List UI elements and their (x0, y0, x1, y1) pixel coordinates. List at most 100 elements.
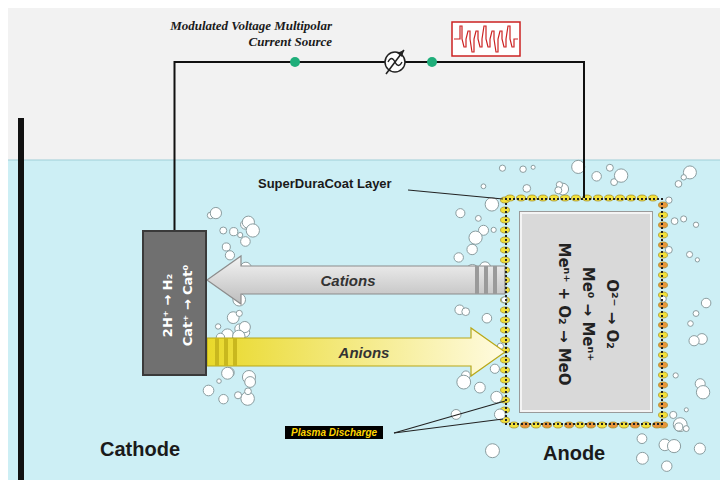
layer-label-holder: SuperDuraCoat Layer (258, 176, 392, 191)
coating-particle (587, 422, 596, 428)
arrow-tail-bar (475, 266, 479, 294)
gas-bubble (236, 310, 242, 316)
coating-particle (659, 262, 668, 268)
coating-particle (659, 412, 668, 418)
gas-bubble (491, 227, 496, 232)
electrode-heading-holder: Anode (543, 442, 605, 465)
tank-wall (18, 118, 24, 480)
coating-particle (659, 222, 668, 228)
air-ground (8, 8, 720, 160)
reaction-equation: Me⁰ → Meⁿ⁺ (576, 267, 600, 362)
waveform-box (452, 22, 520, 56)
ion-label-holder: Cations (320, 272, 375, 289)
gas-bubble (531, 165, 535, 169)
gas-bubble (245, 377, 256, 388)
coating-particle (609, 422, 618, 428)
gas-bubble (482, 313, 492, 323)
gas-bubble (217, 379, 222, 384)
gas-bubble (689, 336, 699, 346)
gas-bubble (215, 324, 220, 329)
coating-layer-outline: O²⁻ → O₂Me⁰ → Meⁿ⁺Meⁿ⁺ + O₂ → MeOAnode (505, 198, 663, 425)
leader-line (394, 401, 505, 433)
gas-bubble (467, 244, 477, 254)
gas-bubble (694, 443, 705, 454)
gas-bubble (555, 187, 562, 194)
gas-bubble (234, 392, 241, 399)
terminal-dot (290, 57, 300, 67)
coating-particle (576, 422, 585, 428)
gas-bubble (462, 308, 470, 316)
leader-line (408, 190, 503, 199)
gas-bubble (683, 426, 689, 432)
coating-particle (659, 212, 668, 218)
reaction-equation: 2H⁺ → H₂ (157, 273, 177, 336)
gas-bubble (475, 215, 481, 221)
gas-bubble (662, 461, 672, 471)
electrode-name: Cathode (100, 438, 180, 461)
coating-particle (659, 352, 668, 358)
gas-bubble (696, 386, 709, 399)
electrode-name: Anode (543, 442, 605, 465)
reaction-equation: Cat⁺ → Cat⁰ (177, 264, 197, 346)
electrolyte-bath (8, 160, 720, 480)
gas-bubble (485, 198, 498, 211)
coating-particle (653, 422, 662, 428)
gas-bubble (675, 181, 682, 188)
connector-group (207, 328, 505, 376)
terminal-dot (427, 57, 437, 67)
gas-bubble (675, 423, 683, 431)
arrow-tail-bar (493, 266, 497, 294)
variable-arrow (386, 50, 404, 74)
gas-bubble (684, 408, 688, 412)
coating-particle (659, 402, 668, 408)
coating-particle (543, 422, 552, 428)
gas-bubble (469, 231, 482, 244)
gas-bubble (454, 253, 463, 262)
variable-arrow-head (397, 50, 404, 57)
gas-bubbles (203, 160, 711, 471)
gas-bubble (210, 207, 221, 218)
gas-bubble (241, 237, 251, 247)
ion-flow-arrow (207, 256, 505, 304)
gas-bubble (219, 394, 228, 403)
coating-particle (631, 422, 640, 428)
coating-particle (659, 202, 668, 208)
gas-bubble (245, 388, 252, 395)
gas-bubble (203, 385, 214, 396)
gas-bubble (220, 227, 227, 234)
gas-bubble (670, 411, 677, 418)
reaction-panel: O²⁻ → O₂Me⁰ → Meⁿ⁺Meⁿ⁺ + O₂ → MeO (522, 214, 654, 414)
coating-particle (620, 422, 629, 428)
reaction-equation: O²⁻ → O₂ (600, 279, 624, 349)
reaction-equation: Meⁿ⁺ + O₂ → MeO (552, 242, 576, 385)
gas-bubble (701, 298, 711, 308)
gas-bubble (238, 232, 243, 237)
gas-bubble (456, 209, 465, 218)
gas-bubble (606, 164, 613, 171)
reaction-panel: 2H⁺ → H₂Cat⁺ → Cat⁰ (144, 232, 209, 378)
coating-particle (510, 422, 519, 428)
coating-particle (659, 302, 668, 308)
gas-bubble (523, 185, 531, 193)
gas-bubble (494, 409, 505, 420)
gas-bubble (520, 166, 526, 172)
gas-bubble (230, 228, 238, 236)
coating-particle (659, 342, 668, 348)
gas-bubble (485, 444, 499, 458)
gas-bubble (246, 224, 259, 237)
arrow-tail-bar (233, 338, 237, 366)
gas-bubble (695, 258, 699, 262)
gas-bubble (688, 321, 694, 327)
gas-bubble (637, 434, 647, 444)
gas-bubble (499, 165, 505, 171)
gas-bubble (681, 175, 686, 180)
gas-bubble (572, 160, 585, 173)
coating-particle (565, 422, 574, 428)
gas-bubble (665, 246, 672, 253)
gas-bubble (614, 169, 627, 182)
gas-bubble (671, 218, 678, 225)
gas-bubble (687, 251, 693, 257)
coating-particle (659, 282, 668, 288)
coating-particle (659, 322, 668, 328)
